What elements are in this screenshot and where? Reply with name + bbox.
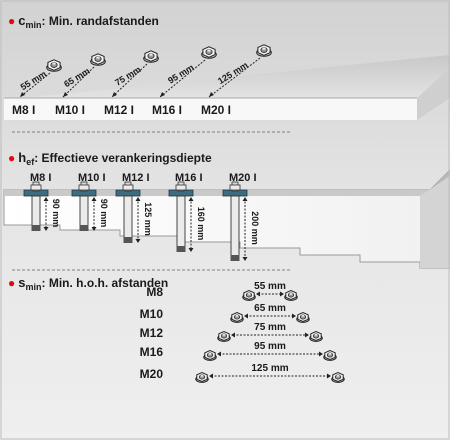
anchor-bolt [168, 181, 194, 252]
distance-arrow [62, 66, 95, 98]
hex-nut-icon [46, 59, 62, 72]
anchor-shank [123, 195, 133, 243]
anchor-size-label: M10 I [55, 103, 85, 117]
hex-nut-icon [143, 50, 159, 63]
concrete-side-face [420, 176, 450, 268]
spacing-size-label: M20 [140, 367, 164, 381]
spacing-value-label: 75 mm [254, 322, 286, 333]
anchor-size-label: M12 I [104, 103, 134, 117]
hex-nut-icon [90, 53, 106, 66]
distance-arrow [19, 72, 51, 98]
depth-value-label: 200 mm [250, 211, 260, 245]
concrete-top-edge [4, 190, 430, 196]
anchor-size-label: M20 I [229, 172, 257, 184]
spacing-value-label: 65 mm [254, 303, 286, 314]
distance-arrow [111, 63, 148, 98]
spacing-size-label: M16 [140, 345, 164, 359]
spacing-size-label: M8 [146, 285, 163, 299]
anchor-bolt [71, 181, 97, 231]
slab-side-face [417, 68, 450, 120]
section2-title-text: : Effectieve verankeringsdiepte [34, 151, 212, 165]
distance-arrow [159, 59, 206, 98]
section3-title: ●smin: Min. h.o.h. afstanden [8, 275, 169, 293]
hex-nut-icon [284, 289, 298, 301]
depth-value-label: 160 mm [196, 207, 206, 241]
hex-nut-icon [203, 349, 217, 361]
section3-title-text: : Min. h.o.h. afstanden [41, 276, 169, 290]
hex-nut-icon [331, 371, 345, 383]
section1-title-text: : Min. randafstanden [41, 14, 159, 28]
slab-front-face [4, 98, 417, 120]
anchor-size-label: M8 I [30, 172, 51, 184]
anchor-size-label: M16 I [175, 172, 203, 184]
anchor-size-label: M20 I [201, 103, 231, 117]
symbol-h-ef: hef [18, 150, 35, 168]
section1-title: ●cmin: Min. randafstanden [8, 13, 159, 31]
spacing-value-label: 55 mm [254, 281, 286, 292]
symbol-s-min: smin [18, 275, 42, 293]
anchor-bolt [115, 181, 141, 243]
hex-nut-icon [242, 289, 256, 301]
spacing-value-label: 125 mm [251, 363, 288, 374]
anchor-shank [230, 195, 240, 261]
hex-nut-icon [309, 330, 323, 342]
section-embedment-depth: M8 I 90 mm M10 I 90 mm M12 I 125 mm M16 I 160 m… [3, 169, 450, 269]
slab-top-surface [4, 55, 450, 100]
depth-value-label: 90 mm [99, 199, 109, 228]
hex-nut-icon [230, 311, 244, 323]
section2-title: ●hef: Effectieve verankeringsdiepte [8, 150, 212, 168]
hex-nut-icon [256, 44, 272, 57]
hex-nut-icon [195, 371, 209, 383]
symbol-c-min: cmin [18, 13, 42, 31]
distance-arrow [208, 57, 261, 98]
spacing-size-label: M10 [140, 307, 164, 321]
bullet-icon: ● [8, 276, 16, 290]
bullet-icon: ● [8, 14, 16, 28]
hex-nut-icon [217, 330, 231, 342]
hex-nut-icon [323, 349, 337, 361]
anchor-size-label: M16 I [152, 103, 182, 117]
anchor-bolt [23, 181, 49, 231]
anchor-size-label: M10 I [78, 172, 106, 184]
anchor-shank [176, 195, 186, 252]
anchor-bolt [222, 181, 248, 261]
depth-value-label: 125 mm [143, 202, 153, 236]
spacing-value-label: 95 mm [254, 341, 286, 352]
hex-nut-icon [201, 46, 217, 59]
section-spacing: M8 55 mm M10 65 mm M12 75 mm M16 95 mm M20 125 mm [140, 281, 345, 383]
anchor-size-label: M12 I [122, 172, 150, 184]
anchor-shank [31, 195, 41, 231]
spacing-size-label: M12 [140, 326, 164, 340]
hex-nut-icon [296, 311, 310, 323]
depth-value-label: 90 mm [51, 199, 61, 228]
anchor-shank [79, 195, 89, 231]
anchor-size-label: M8 I [12, 103, 35, 117]
bullet-icon: ● [8, 151, 16, 165]
